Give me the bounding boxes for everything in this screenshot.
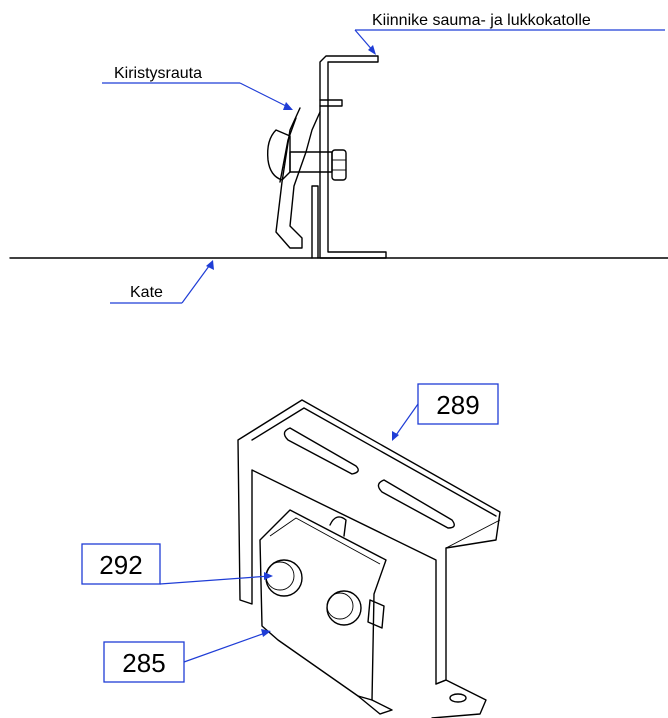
- callout-289: 289: [436, 390, 479, 420]
- bracket-foot: [431, 679, 487, 718]
- clamp-inner-edge: [269, 517, 381, 565]
- washer: [319, 99, 343, 107]
- iso-view: 289 292 285: [81, 383, 501, 718]
- bracket-leader-arrow: [368, 45, 376, 55]
- bolt-shaft: [289, 151, 333, 173]
- side-view: Kiinnike sauma- ja lukkokatolle Kiristys…: [9, 12, 668, 304]
- clamp-leader: [239, 82, 291, 109]
- clamp-hook: [329, 516, 347, 537]
- callout-285-arrow: [261, 629, 271, 637]
- clamp-profile: [275, 107, 321, 249]
- roof-leader: [181, 261, 213, 304]
- nut-side: [367, 599, 385, 629]
- bracket-back-plate: [237, 399, 501, 685]
- slot-lower: [377, 479, 455, 529]
- clamp-label: Kiristysrauta: [114, 65, 202, 82]
- callout-box-289: [417, 383, 499, 425]
- bracket-top-edge: [251, 407, 497, 517]
- bolt-head: [266, 129, 291, 181]
- callout-289-arrow: [392, 431, 399, 441]
- foot-hole: [449, 693, 467, 703]
- callout-292: 292: [99, 550, 142, 580]
- clamp-plate: [259, 509, 387, 701]
- bracket-profile: [319, 55, 387, 259]
- callout-289-leader: [393, 403, 419, 439]
- bracket-label: Kiinnike sauma- ja lukkokatolle: [372, 12, 591, 29]
- clamp-inner: [279, 117, 297, 183]
- nut: [331, 149, 347, 181]
- clamp-leader-arrow: [283, 102, 293, 110]
- callout-285: 285: [122, 648, 165, 678]
- callout-292-arrow: [264, 572, 273, 580]
- bolt-head-right-inner: [326, 592, 354, 620]
- seam-profile: [311, 185, 319, 259]
- clamp-foot: [357, 695, 393, 715]
- callout-box-285: [103, 641, 185, 683]
- slot-upper: [283, 427, 359, 475]
- roof-leader-arrow: [206, 260, 214, 270]
- bracket-fold: [445, 519, 501, 549]
- callout-285-leader: [183, 631, 269, 663]
- callout-box-292: [81, 543, 161, 585]
- callout-292-leader: [159, 575, 271, 585]
- roof-label: Kate: [130, 284, 163, 301]
